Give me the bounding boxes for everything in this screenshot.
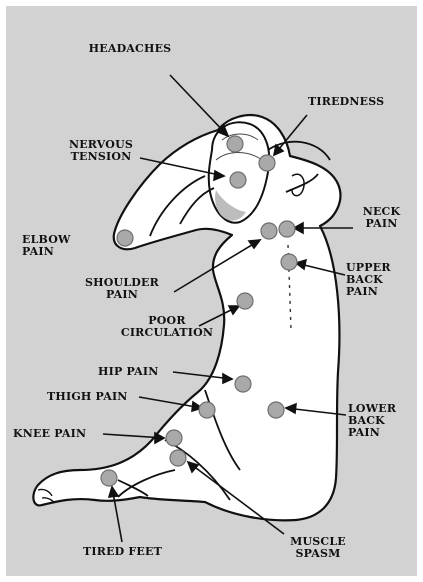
label-headaches: HEADACHES <box>75 43 185 55</box>
marker-headaches <box>227 136 243 152</box>
marker-knee <box>166 430 182 446</box>
marker-thigh <box>199 402 215 418</box>
marker-tired-feet <box>101 470 117 486</box>
marker-lower-back <box>268 402 284 418</box>
marker-muscle-spasm <box>170 450 186 466</box>
label-tiredness: TIREDNESS <box>308 96 408 108</box>
label-poor-circulation: POOR CIRCULATION <box>112 315 222 339</box>
marker-neck-2 <box>279 221 295 237</box>
label-neck-pain: NECK PAIN <box>354 206 409 230</box>
marker-neck-1 <box>261 223 277 239</box>
marker-nervous-tension <box>230 172 246 188</box>
marker-hip <box>235 376 251 392</box>
marker-poor-circulation <box>237 293 253 309</box>
marker-upper-back <box>281 254 297 270</box>
label-nervous-tension: NERVOUS TENSION <box>56 139 146 163</box>
label-shoulder-pain: SHOULDER PAIN <box>72 277 172 301</box>
label-tired-feet: TIRED FEET <box>83 546 193 558</box>
label-knee-pain: KNEE PAIN <box>13 428 113 440</box>
label-hip-pain: HIP PAIN <box>98 366 188 378</box>
label-muscle-spasm: MUSCLE SPASM <box>278 536 358 560</box>
label-lower-back-pain: LOWER BACK PAIN <box>348 403 418 439</box>
marker-tiredness <box>259 155 275 171</box>
label-thigh-pain: THIGH PAIN <box>47 391 147 403</box>
marker-elbow <box>117 230 133 246</box>
label-upper-back-pain: UPPER BACK PAIN <box>346 262 416 298</box>
label-elbow-pain: ELBOW PAIN <box>22 234 102 258</box>
